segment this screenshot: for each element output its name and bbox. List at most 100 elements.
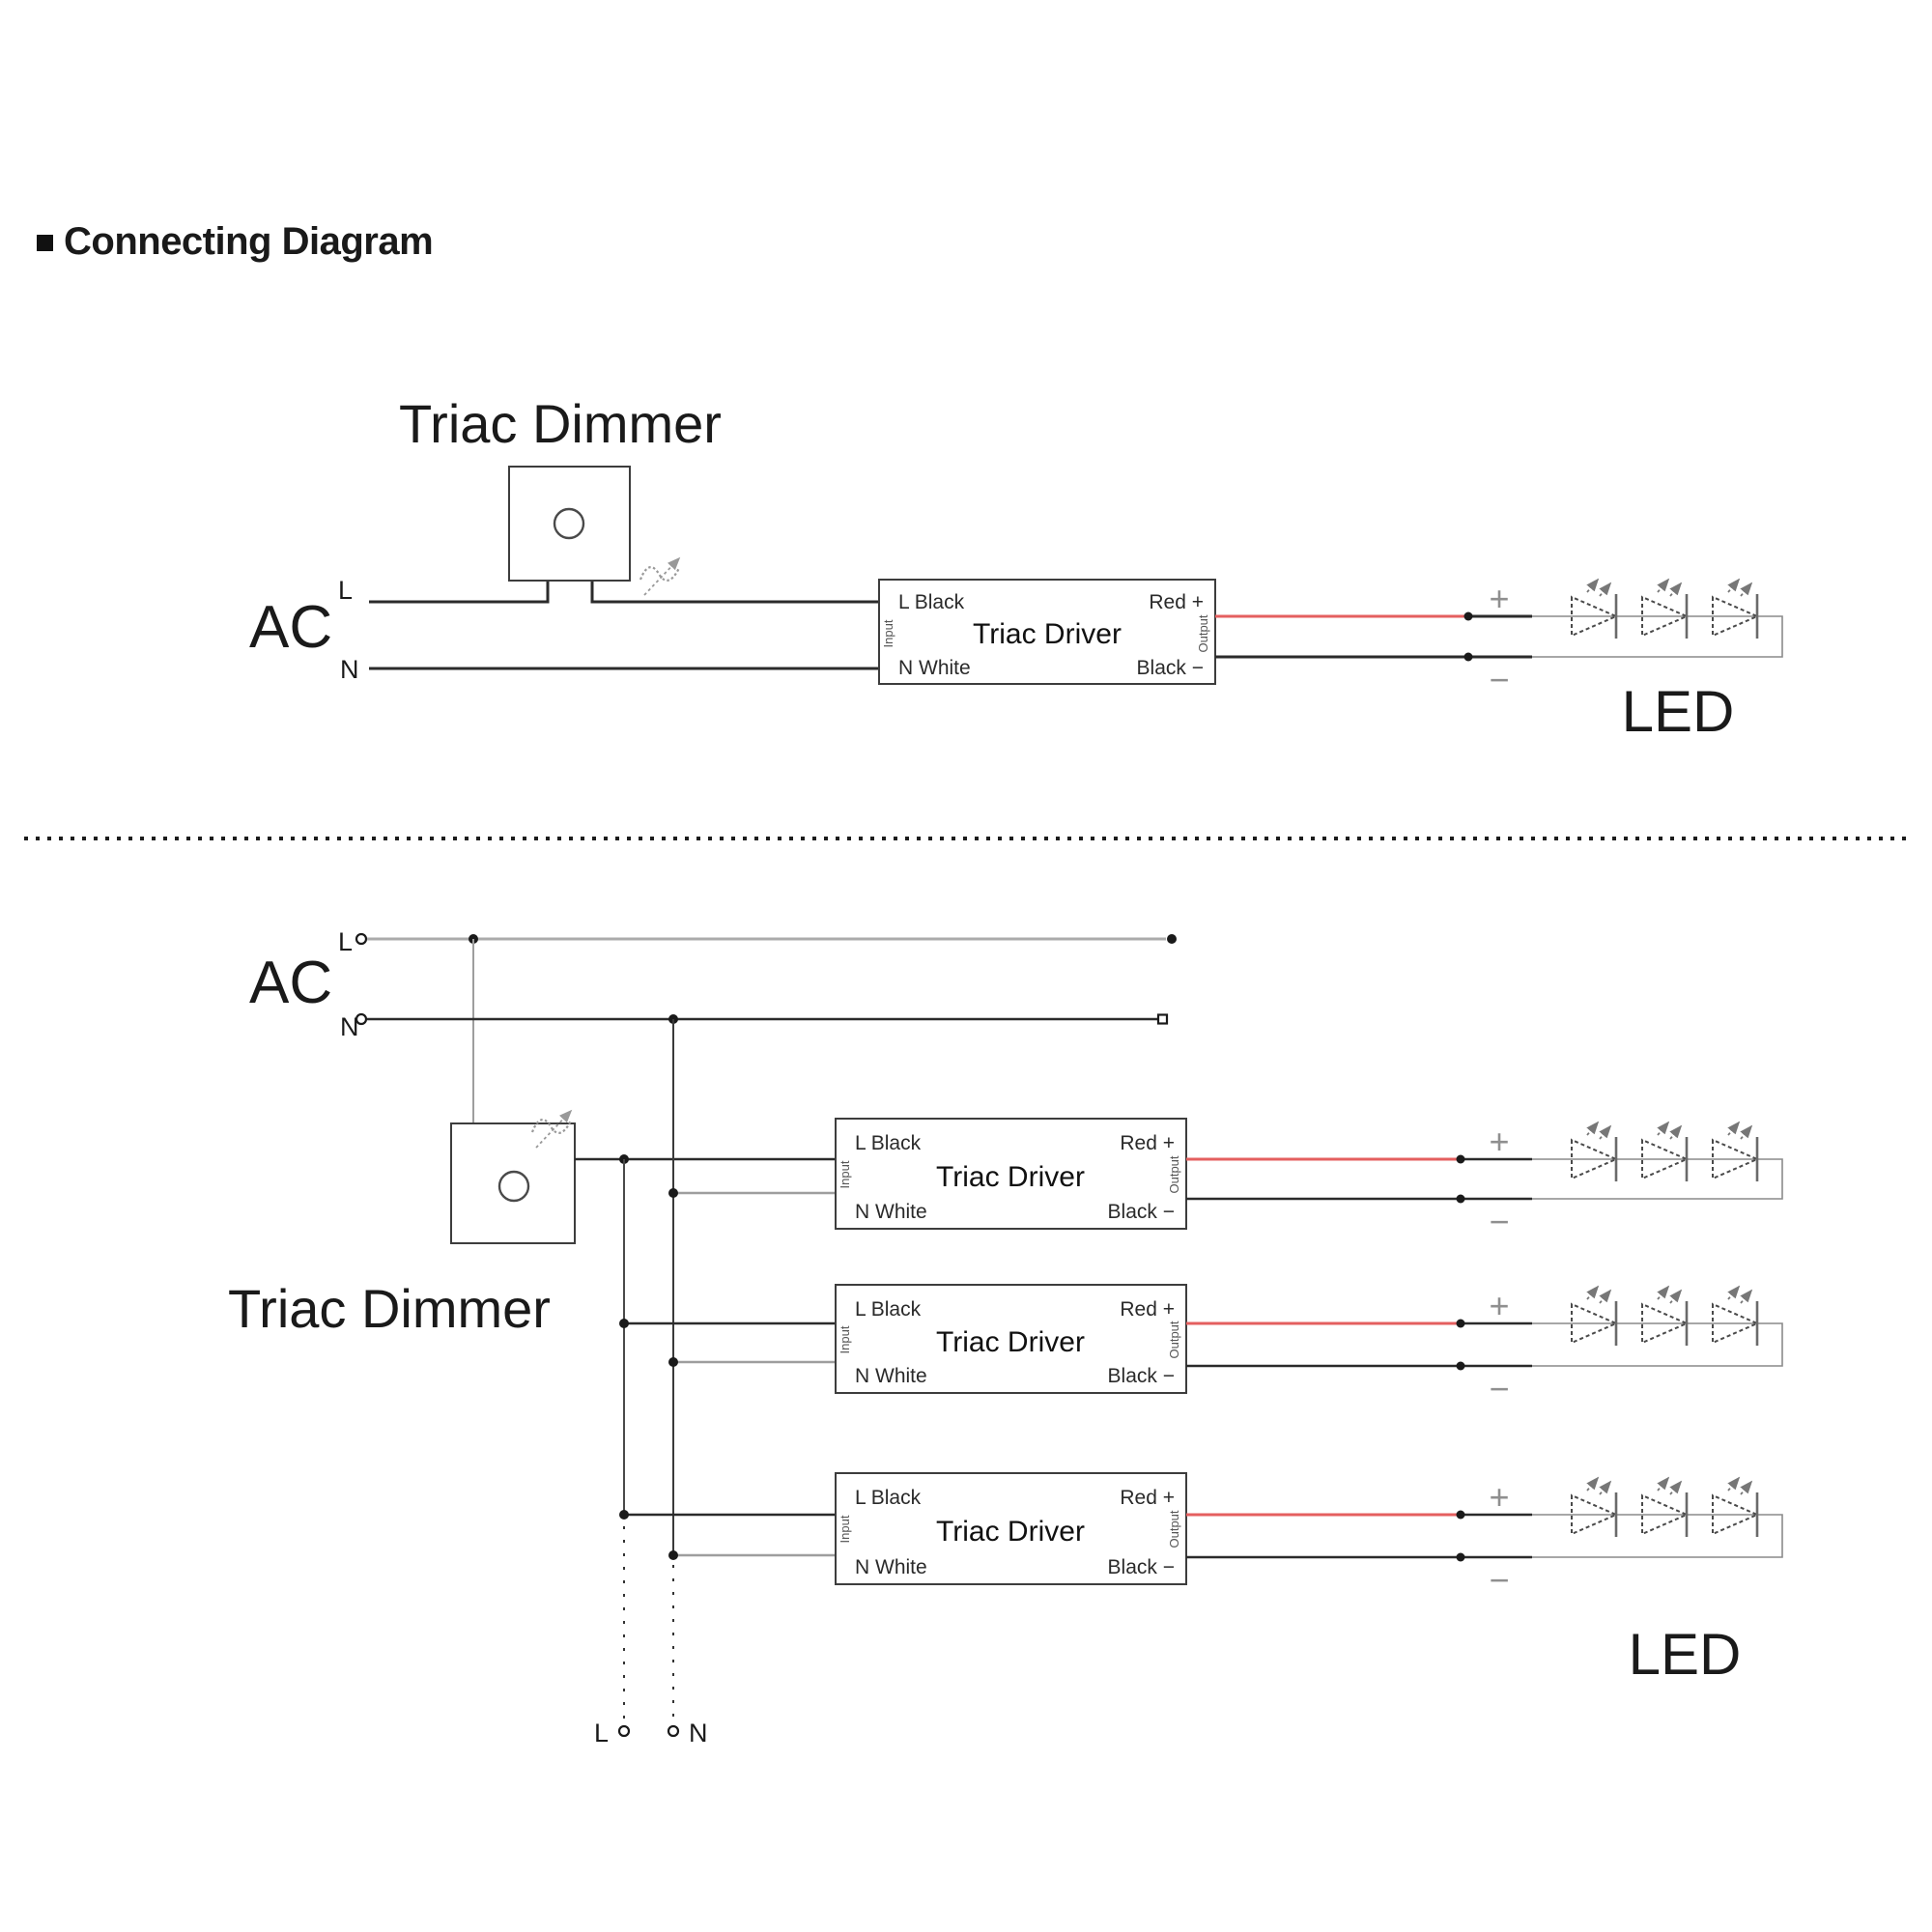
driver-outline xyxy=(835,1118,1187,1230)
junction-dot xyxy=(619,1510,629,1520)
live-label: L xyxy=(338,576,353,605)
led-icon xyxy=(1572,1287,1616,1346)
junction-dot xyxy=(1456,1552,1465,1562)
driver-output-negative-label: Black − xyxy=(1108,1201,1175,1223)
led-icon xyxy=(1642,580,1687,639)
live-terminal-label: L xyxy=(594,1719,609,1747)
driver-input-side-label: Input xyxy=(881,619,895,647)
driver-input-side-label: Input xyxy=(838,1515,852,1543)
minus-label: − xyxy=(1489,1560,1509,1600)
driver-output-positive-label: Red + xyxy=(1120,1298,1175,1321)
driver-output-side-label: Output xyxy=(1167,1155,1181,1193)
junction-dot xyxy=(1456,1154,1465,1164)
neutral-label: N xyxy=(340,1012,359,1041)
driver-outline xyxy=(878,579,1216,685)
junction-dot xyxy=(1463,611,1473,621)
driver-title: Triac Driver xyxy=(973,618,1122,650)
plus-label: + xyxy=(1489,1122,1509,1161)
driver-input-live-label: L Black xyxy=(855,1487,922,1509)
driver-output-negative-label: Black − xyxy=(1137,657,1204,679)
driver-title: Triac Driver xyxy=(936,1161,1085,1193)
dimmer-knob-icon xyxy=(497,1170,530,1203)
dimmer-label: Triac Dimmer xyxy=(228,1278,551,1339)
junction-dot xyxy=(1456,1319,1465,1328)
led-label: LED xyxy=(1622,679,1735,744)
junction-dot xyxy=(1456,1510,1465,1520)
led-icon xyxy=(1642,1478,1687,1537)
neutral-label: N xyxy=(340,655,359,684)
led-icon xyxy=(1713,1122,1757,1181)
minus-label: − xyxy=(1489,1202,1509,1241)
led-icon xyxy=(1713,580,1757,639)
driver-output-side-label: Output xyxy=(1167,1321,1181,1358)
driver-output-side-label: Output xyxy=(1196,614,1210,652)
junction-dot xyxy=(668,1550,678,1560)
multi-driver-diagram: AC L N Triac Dimmer L N xyxy=(228,927,1783,1747)
driver-input-live-label: L Black xyxy=(898,591,965,613)
driver-input-side-label: Input xyxy=(838,1160,852,1188)
driver-output-negative-label: Black − xyxy=(1108,1365,1175,1387)
ac-live-wire xyxy=(369,581,550,604)
junction-dot xyxy=(1463,652,1473,662)
dimmer-knob-icon xyxy=(553,507,585,540)
live-label: L xyxy=(338,927,353,956)
led-icon xyxy=(1572,1122,1616,1181)
led-icon xyxy=(1713,1478,1757,1537)
driver-outline xyxy=(835,1284,1187,1394)
ac-label: AC xyxy=(249,950,332,1016)
led-icon xyxy=(1572,1478,1616,1537)
title-bullet-icon xyxy=(37,235,53,251)
driver-outline xyxy=(835,1472,1187,1585)
led-icon xyxy=(1572,580,1616,639)
terminal-circle xyxy=(355,1012,368,1026)
page-title: Connecting Diagram xyxy=(37,220,434,263)
plus-label: + xyxy=(1489,1286,1509,1325)
junction-dot xyxy=(668,1357,678,1367)
driver-title: Triac Driver xyxy=(936,1326,1085,1358)
plus-label: + xyxy=(1489,579,1509,618)
junction-dot xyxy=(1456,1361,1465,1371)
triac-driver-box: L Black Input Triac Driver N White Red +… xyxy=(878,579,1216,685)
driver-input-neutral-label: N White xyxy=(898,657,971,679)
led-icon xyxy=(1642,1287,1687,1346)
driver-input-neutral-label: N White xyxy=(855,1556,927,1578)
driver-output-positive-label: Red + xyxy=(1149,591,1204,613)
live-bus-end-dot xyxy=(1167,934,1177,944)
driver-output-side-label: Output xyxy=(1167,1510,1181,1548)
driver-output-negative-label: Black − xyxy=(1108,1556,1175,1578)
led-icon xyxy=(1713,1287,1757,1346)
driver-input-neutral-label: N White xyxy=(855,1201,927,1223)
led-string-wire xyxy=(1468,615,1783,658)
driver-output-positive-label: Red + xyxy=(1120,1487,1175,1509)
triac-driver-box: L Black Input Triac Driver N White Red +… xyxy=(835,1472,1187,1585)
neutral-terminal-label: N xyxy=(689,1719,708,1747)
driver-input-live-label: L Black xyxy=(855,1132,922,1154)
dimming-signal-icon xyxy=(640,558,679,595)
page-title-text: Connecting Diagram xyxy=(64,220,433,263)
led-label: LED xyxy=(1629,1622,1742,1687)
ac-label: AC xyxy=(249,594,332,661)
minus-label: − xyxy=(1489,660,1509,699)
led-icon xyxy=(1642,1122,1687,1181)
triac-driver-box: L Black Input Triac Driver N White Red +… xyxy=(835,1118,1187,1230)
minus-label: − xyxy=(1489,1369,1509,1408)
junction-dot xyxy=(668,1188,678,1198)
neutral-bus-end-terminal xyxy=(1156,1013,1169,1025)
driver-input-neutral-label: N White xyxy=(855,1365,927,1387)
terminal-circle xyxy=(617,1724,631,1738)
driver-input-live-label: L Black xyxy=(855,1298,922,1321)
terminal-circle xyxy=(355,932,368,946)
junction-dot xyxy=(619,1319,629,1328)
terminal-circle xyxy=(667,1724,680,1738)
plus-label: + xyxy=(1489,1477,1509,1517)
led-string-wire xyxy=(1461,1322,1783,1367)
driver-output-positive-label: Red + xyxy=(1120,1132,1175,1154)
dimmer-label: Triac Dimmer xyxy=(399,393,722,454)
led-string-wire xyxy=(1461,1158,1783,1200)
junction-dot xyxy=(1456,1194,1465,1204)
single-driver-diagram: Triac Dimmer AC L N L Black Input Triac … xyxy=(249,393,1783,744)
driver-title: Triac Driver xyxy=(936,1516,1085,1548)
dimmed-live-wire xyxy=(590,581,879,604)
